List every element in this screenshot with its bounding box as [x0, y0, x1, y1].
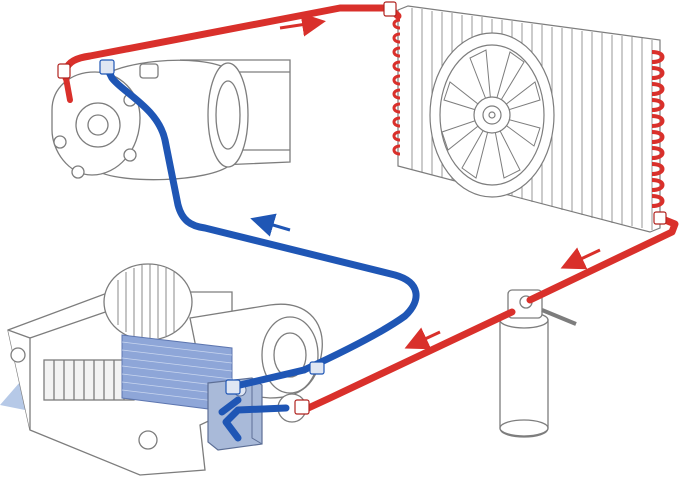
- cold-lines: [102, 62, 420, 442]
- service-port: [139, 63, 159, 79]
- hot-line-fittings: [57, 1, 667, 415]
- compressor-mount: [180, 59, 291, 166]
- flow-arrow-liquid-1: [560, 247, 601, 270]
- condenser-inlet-bends: [392, 18, 401, 156]
- liquid-line-2: [300, 308, 516, 414]
- evaporator-inlet: [222, 404, 290, 442]
- condenser: [397, 5, 661, 233]
- blower-drum: [103, 263, 193, 341]
- flow-arrow-liquid-2: [404, 327, 441, 350]
- flow-arrows: [250, 12, 601, 350]
- flow-arrow-discharge: [279, 12, 326, 37]
- condenser-coils: [651, 50, 665, 208]
- cold-line-fittings: [99, 59, 325, 395]
- housing-bolt: [10, 347, 26, 363]
- suction-line: [102, 62, 420, 374]
- evaporator-vent: [43, 359, 135, 401]
- housing-bolt: [138, 430, 158, 450]
- flow-arrow-suction: [250, 213, 291, 237]
- liquid-line-1: [526, 214, 679, 304]
